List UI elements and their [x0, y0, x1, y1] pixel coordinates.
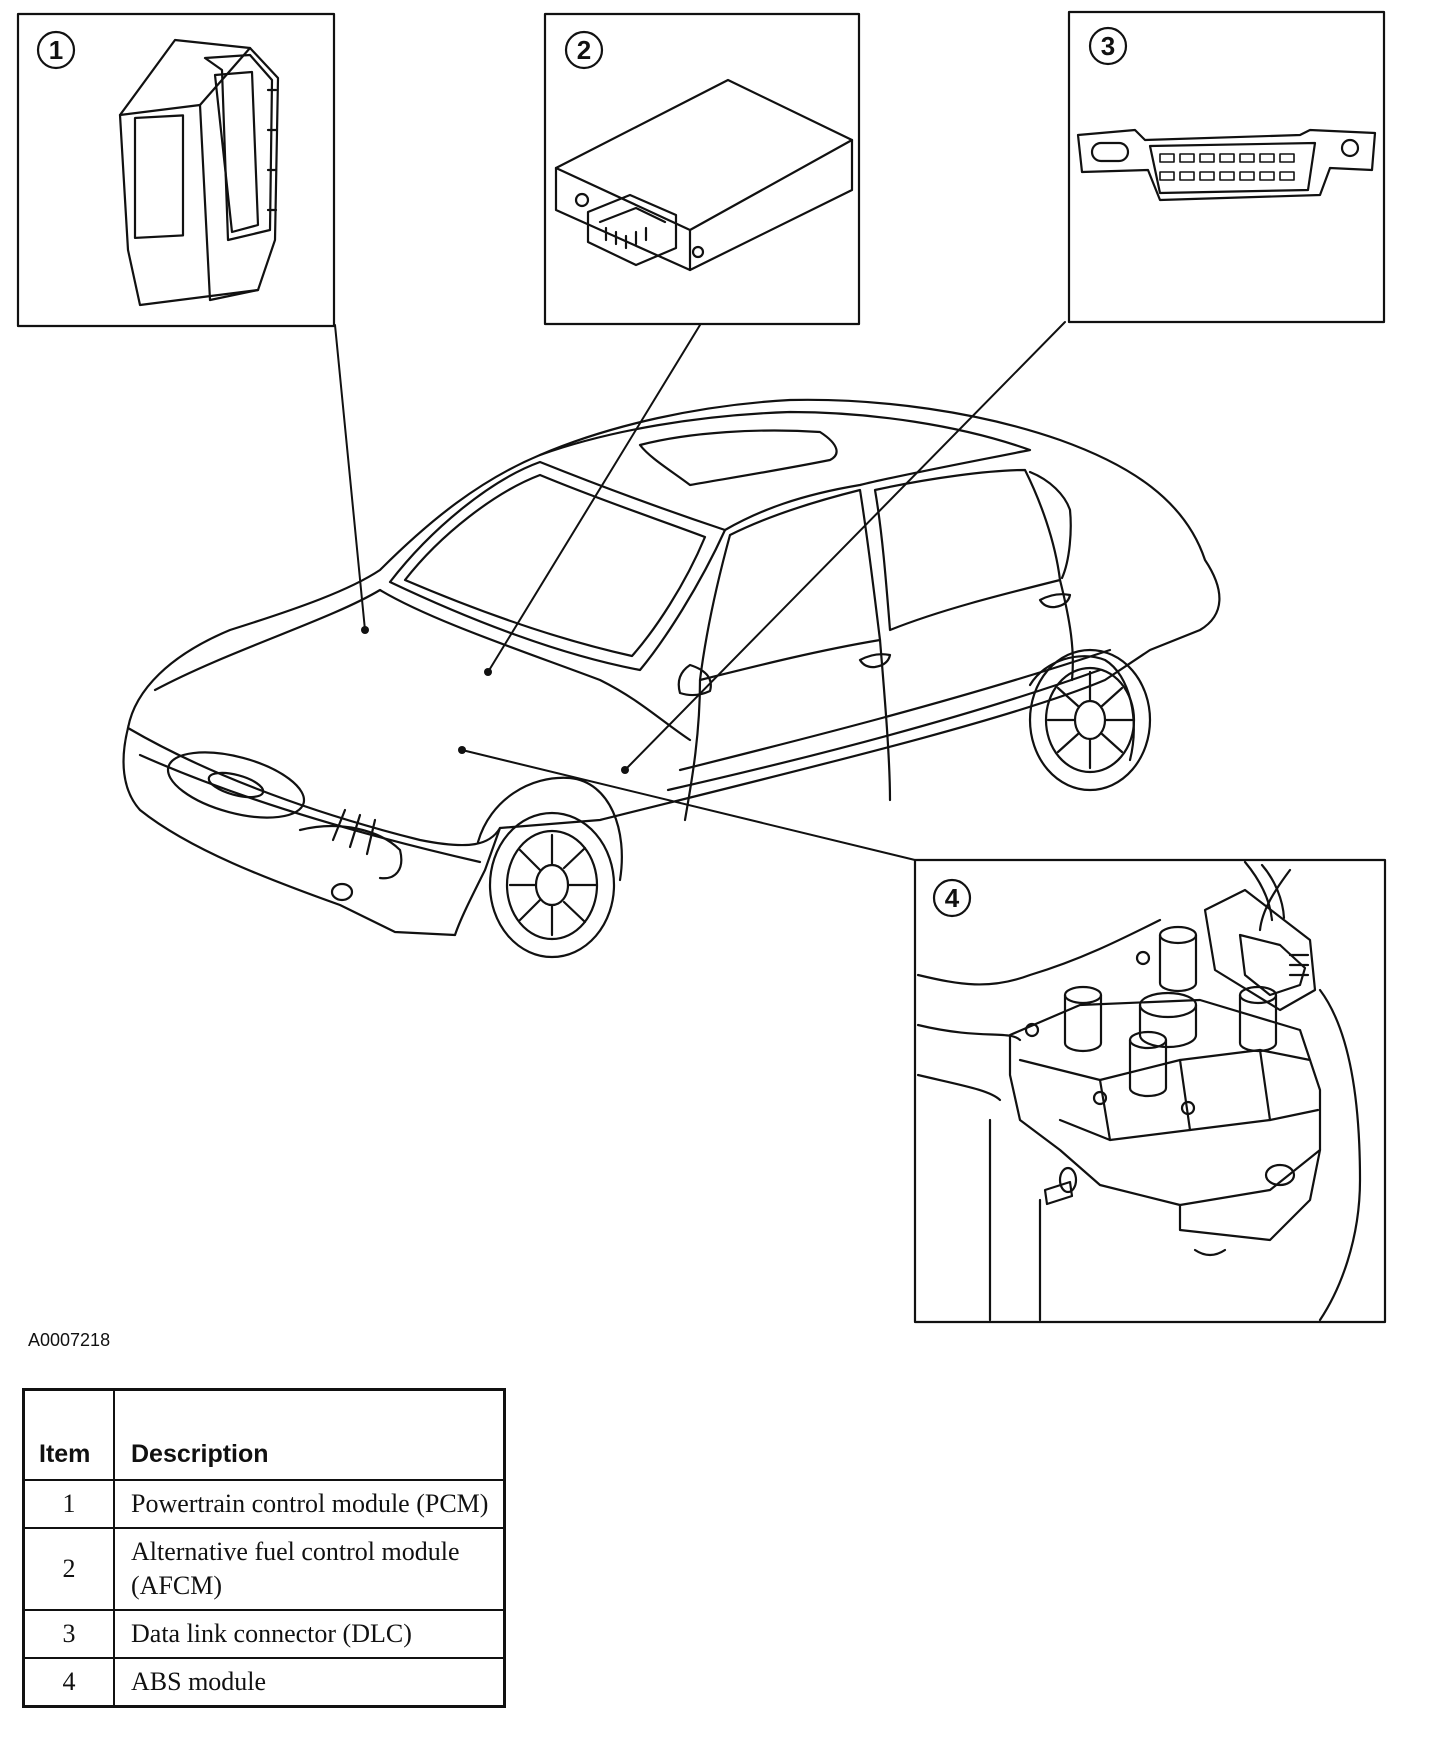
legend-item-description: Powertrain control module (PCM): [113, 1479, 506, 1529]
inset-3-dlc: 3: [1067, 10, 1386, 324]
table-row: 4 ABS module: [22, 1657, 506, 1708]
legend-item-description: ABS module: [113, 1657, 506, 1708]
figure-id: A0007218: [28, 1330, 111, 1350]
legend-item-number: 3: [22, 1609, 115, 1659]
table-row: 1 Powertrain control module (PCM): [22, 1479, 506, 1529]
component-location-diagram: 1 2 3: [16, 10, 1387, 1324]
legend-header-item: Item: [22, 1388, 115, 1481]
callout-2: 2: [577, 35, 591, 65]
legend-item-description: Data link connector (DLC): [113, 1609, 506, 1659]
inset-4-abs-module: 4: [913, 858, 1387, 1324]
table-row: 2 Alternative fuel control module (AFCM): [22, 1527, 506, 1611]
legend-table: Item Description 1 Powertrain control mo…: [22, 1388, 506, 1708]
legend-item-number: 1: [22, 1479, 115, 1529]
legend-header-description: Description: [113, 1388, 506, 1481]
vehicle-illustration: [122, 398, 1221, 959]
table-row: 3 Data link connector (DLC): [22, 1609, 506, 1659]
callout-3: 3: [1101, 31, 1115, 61]
inset-2-afcm: 2: [543, 12, 861, 326]
legend-item-number: 4: [22, 1657, 115, 1708]
callout-1: 1: [49, 35, 63, 65]
inset-1-pcm: 1: [16, 12, 336, 328]
legend-header-row: Item Description: [22, 1388, 506, 1481]
callout-4: 4: [945, 883, 960, 913]
legend-item-number: 2: [22, 1527, 115, 1611]
legend-item-description: Alternative fuel control module (AFCM): [113, 1527, 506, 1611]
location-dots: [361, 626, 629, 774]
leader-lines: [334, 321, 1066, 861]
